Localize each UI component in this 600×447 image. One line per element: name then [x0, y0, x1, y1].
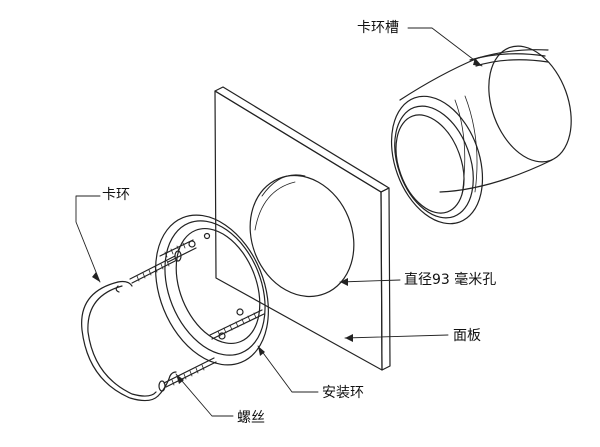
screws — [129, 239, 265, 392]
label-screw: 螺丝 — [237, 410, 265, 426]
panel — [214, 86, 391, 371]
leader-lines — [75, 27, 483, 417]
label-clip-ring: 卡环 — [102, 187, 130, 203]
clip-ring — [81, 280, 177, 402]
label-mounting-ring: 安装环 — [322, 385, 364, 401]
cylinder-housing — [390, 45, 572, 225]
label-hole-diameter: 直径93 毫米孔 — [404, 272, 497, 288]
label-clip-groove: 卡环槽 — [357, 20, 399, 36]
mounting-ring — [155, 214, 269, 366]
leader-arrowheads — [92, 58, 482, 384]
label-panel: 面板 — [453, 328, 481, 344]
